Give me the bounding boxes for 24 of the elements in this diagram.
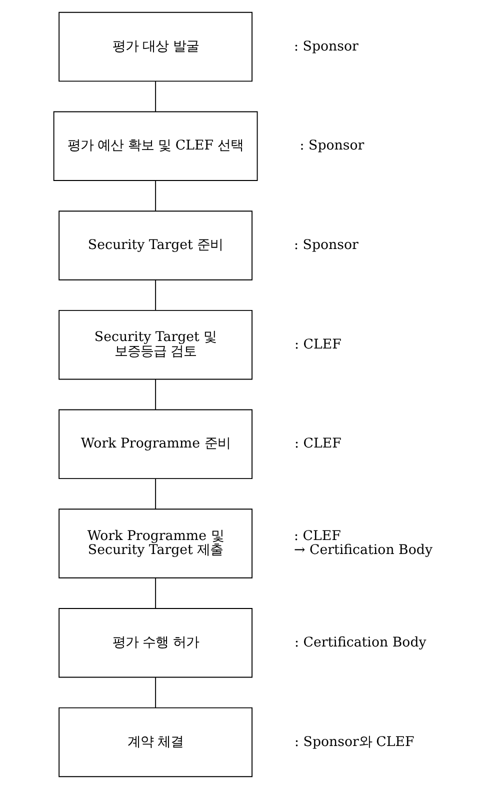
node-box: Security Target 및 보증등급 검토: [58, 310, 253, 380]
node-label: : Sponsor: [294, 39, 358, 54]
node-label: : CLEF: [294, 436, 342, 452]
node-label: : Sponsor: [300, 138, 364, 154]
connector: [155, 676, 156, 708]
node-box: 평가 수행 허가: [58, 608, 253, 678]
node-label: : Certification Body: [294, 635, 426, 650]
connector: [155, 180, 156, 212]
node-label: : CLEF: [294, 528, 341, 544]
connector: [155, 578, 156, 609]
connector: [155, 279, 156, 311]
node-label: → Certification Body: [294, 543, 433, 558]
node-box: 계약 체결: [58, 707, 253, 778]
connector: [155, 80, 156, 112]
node-box: 평가 예산 확보 및 CLEF 선택: [53, 111, 258, 181]
connector: [155, 478, 156, 510]
node-label: : Sponsor: [294, 238, 358, 254]
node-label: : Sponsor와 CLEF: [294, 734, 414, 750]
node-box: 평가 대상 발굴: [58, 12, 253, 82]
node-box: Work Programme 및 Security Target 제출: [58, 508, 253, 578]
node-label: : CLEF: [294, 337, 342, 352]
connector: [155, 378, 156, 410]
node-box: Work Programme 준비: [58, 409, 253, 480]
node-box: Security Target 준비: [58, 210, 253, 280]
